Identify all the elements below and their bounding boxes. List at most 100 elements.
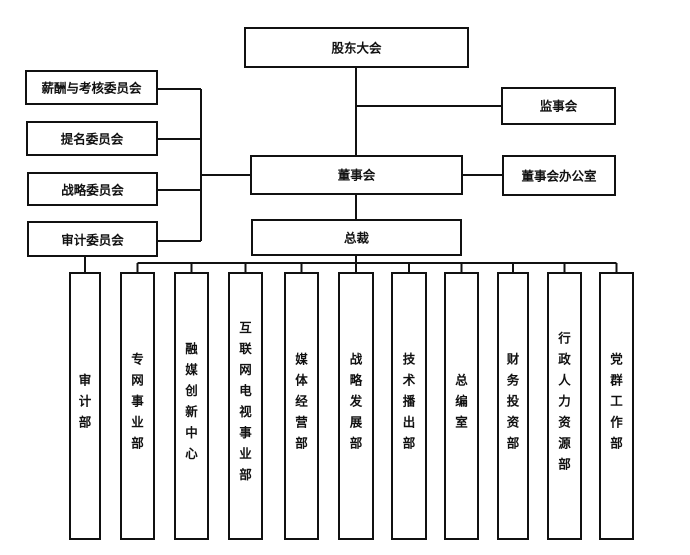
department-label-char: 中: [185, 425, 198, 440]
node-audit-department[interactable]: 审计部: [69, 272, 101, 540]
department-label-char: 创: [184, 383, 198, 398]
department-label-char: 部: [131, 436, 144, 451]
department-label-char: 室: [455, 415, 468, 430]
department-label-char: 务: [507, 373, 520, 388]
node-board[interactable]: 董事会: [250, 155, 463, 195]
department-label-char: 资: [507, 415, 520, 430]
node-committee-strategy[interactable]: 战略委员会: [27, 172, 158, 206]
department-connectors: [136, 262, 618, 273]
department-box: [391, 272, 427, 540]
department-label-char: 人: [558, 373, 571, 388]
department-label-char: 源: [558, 436, 571, 451]
department-label-char: 部: [79, 415, 92, 430]
department-label-char: 网: [239, 362, 252, 377]
department-box: [599, 272, 634, 540]
department-label-char: 事: [239, 425, 252, 440]
department-label-char: 业: [239, 446, 252, 461]
department-label-char: 审: [79, 373, 92, 388]
node-committee-nomination[interactable]: 提名委员会: [26, 121, 158, 156]
node-board-office-label: 董事会办公室: [521, 169, 597, 184]
department-label-char: 发: [349, 394, 363, 409]
department-label-char: 网: [131, 373, 144, 388]
node-committee-compensation-label: 薪酬与考核委员会: [41, 81, 142, 96]
node-supervisory-board[interactable]: 监事会: [501, 87, 616, 125]
department-label-char: 总: [455, 373, 468, 388]
department-label-char: 部: [507, 436, 520, 451]
node-supervisory-board-label: 监事会: [540, 99, 578, 114]
department-box: [174, 272, 209, 540]
department-label-char: 营: [295, 415, 308, 430]
department-label-char: 略: [350, 373, 363, 388]
department-label-char: 联: [239, 341, 252, 356]
node-shareholders-label: 股东大会: [331, 41, 382, 56]
department-label-char: 部: [295, 436, 308, 451]
department-label-char: 部: [558, 457, 571, 472]
department-label-char: 编: [455, 394, 468, 409]
department-label-char: 播: [403, 394, 416, 409]
department-box: [338, 272, 374, 540]
department-label-char: 政: [558, 352, 571, 367]
department-label-char: 财: [506, 352, 520, 367]
department-label-char: 事: [131, 394, 144, 409]
department-label-char: 经: [295, 394, 308, 409]
node-committee-audit-label: 审计委员会: [61, 233, 124, 248]
node-board-office[interactable]: 董事会办公室: [502, 155, 616, 196]
department-label-char: 工: [610, 394, 623, 409]
department-label-char: 战: [350, 352, 363, 367]
department-box: [547, 272, 582, 540]
department-label-char: 媒: [295, 352, 308, 367]
node-board-label: 董事会: [338, 168, 376, 183]
department-nodes: 审计部专网事业部融媒创新中心互联网电视事业部媒体经营部战略发展部技术播出部总编室…: [69, 272, 634, 540]
department-label-char: 计: [79, 394, 92, 409]
department-label-char: 部: [610, 436, 623, 451]
department-box: [497, 272, 529, 540]
node-shareholders[interactable]: 股东大会: [244, 27, 469, 68]
node-committee-nomination-label: 提名委员会: [61, 132, 124, 147]
department-label-char: 行: [557, 331, 571, 346]
department-label-char: 部: [403, 436, 416, 451]
department-label-char: 视: [239, 404, 252, 419]
connectors: [84, 67, 618, 273]
department-label-char: 媒: [185, 362, 198, 377]
department-label-char: 部: [239, 467, 252, 482]
department-label-char: 专: [131, 352, 144, 367]
department-label-char: 投: [507, 394, 520, 409]
node-committee-compensation[interactable]: 薪酬与考核委员会: [25, 70, 158, 105]
node-committee-audit[interactable]: 审计委员会: [27, 221, 158, 257]
department-label-char: 出: [403, 415, 416, 430]
department-label-char: 技: [403, 352, 416, 367]
department-label-char: 业: [131, 415, 144, 430]
node-committee-strategy-label: 战略委员会: [61, 183, 124, 198]
department-label-char: 作: [610, 415, 623, 430]
department-label-char: 资: [558, 415, 571, 430]
department-box: [444, 272, 479, 540]
department-label-char: 互: [239, 320, 252, 335]
department-label-char: 展: [350, 415, 363, 430]
node-department[interactable]: 总编室: [444, 272, 479, 540]
department-label-char: 体: [295, 373, 308, 388]
department-label-char: 群: [609, 373, 623, 388]
department-label-char: 部: [350, 436, 363, 451]
department-label-char: 电: [239, 383, 252, 398]
department-label-char: 融: [185, 341, 198, 356]
department-label-char: 心: [185, 446, 198, 461]
node-president[interactable]: 总裁: [251, 219, 462, 256]
department-label-char: 新: [185, 404, 198, 419]
department-box: [228, 272, 263, 540]
department-label-char: 力: [558, 394, 571, 409]
department-label-char: 党: [610, 352, 623, 367]
department-box: [69, 272, 101, 540]
department-box: [120, 272, 155, 540]
node-president-label: 总裁: [344, 231, 370, 246]
department-label-char: 术: [402, 373, 416, 388]
